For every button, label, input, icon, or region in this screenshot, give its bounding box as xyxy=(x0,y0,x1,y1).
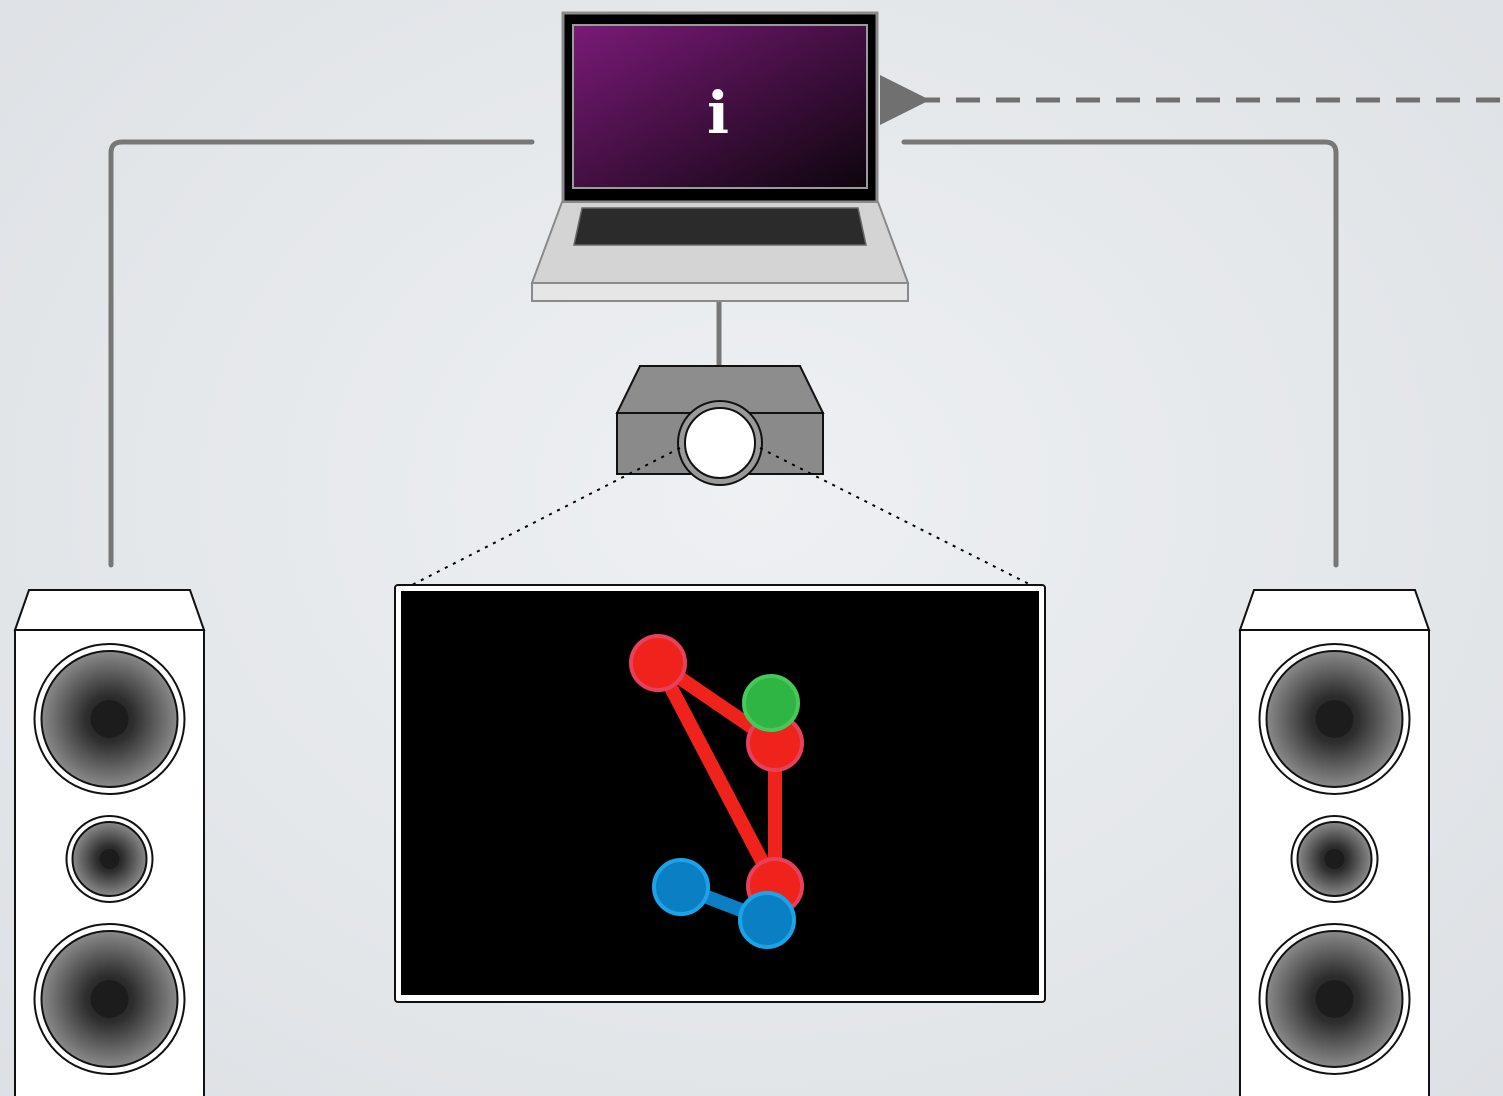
laptop-screen-glyph: i xyxy=(707,79,729,147)
speaker-woofer-top-dustcap xyxy=(90,700,129,738)
graph-node-n2 xyxy=(742,674,800,732)
projection-screen xyxy=(394,584,1046,1003)
speaker-tweeter-dustcap xyxy=(99,849,120,869)
speaker-woofer-bottom-dustcap xyxy=(90,980,129,1018)
cable-right-speaker xyxy=(901,139,1339,568)
laptop-icon: i xyxy=(530,11,910,302)
cables xyxy=(108,139,1339,568)
cable-left-speaker xyxy=(108,139,535,568)
graph-node-n1 xyxy=(629,634,687,692)
speaker-icon-left xyxy=(13,589,206,1096)
projection-beam xyxy=(409,447,1034,587)
speaker-tweeter-dustcap xyxy=(1324,849,1345,869)
edge-red-2 xyxy=(651,656,782,893)
speaker-top xyxy=(13,589,206,631)
projected-graph xyxy=(629,634,804,949)
speakers xyxy=(13,589,1431,1096)
projector-icon xyxy=(615,365,825,486)
laptop-screen xyxy=(572,24,868,189)
speaker-woofer-bottom-dustcap xyxy=(1315,980,1354,1018)
speaker-top xyxy=(1238,589,1431,631)
graph-node-n5 xyxy=(652,858,710,916)
graph-node-n6 xyxy=(738,891,796,949)
projector-lens xyxy=(684,407,756,479)
speaker-icon-right xyxy=(1238,589,1431,1096)
speaker-woofer-top-dustcap xyxy=(1315,700,1354,738)
laptop-keyboard xyxy=(573,207,867,246)
laptop-front-edge xyxy=(531,282,909,302)
